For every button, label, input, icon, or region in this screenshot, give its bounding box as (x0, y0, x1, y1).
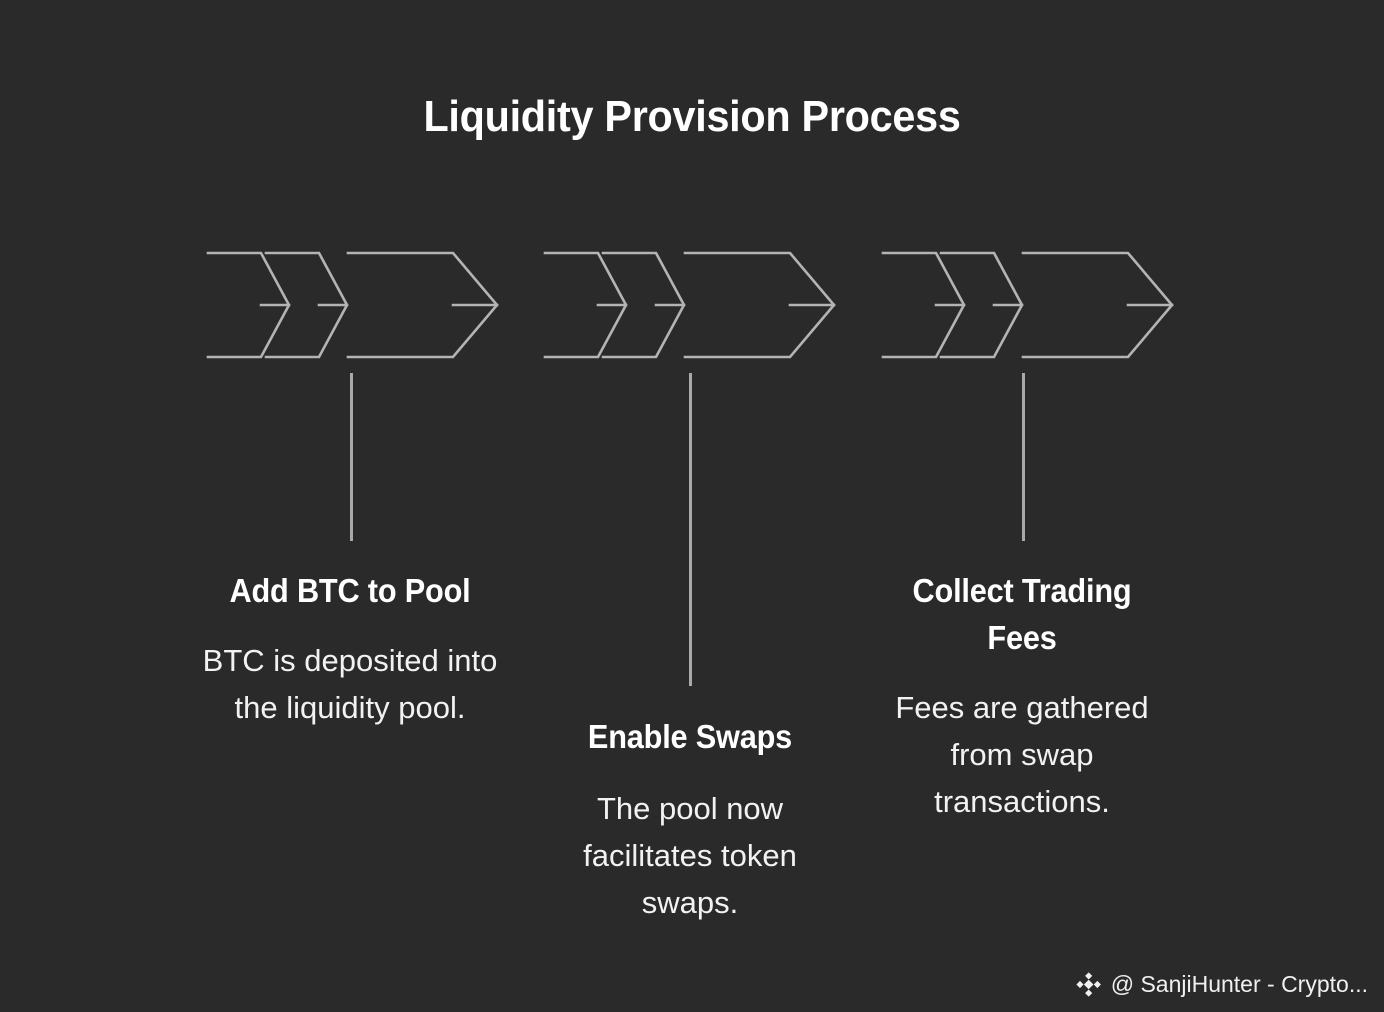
triple-chevron-right-icon (543, 251, 836, 359)
step-2: Enable Swaps The pool now facilitates to… (540, 714, 840, 926)
step-3: Collect Trading Fees Fees are gathered f… (872, 568, 1172, 825)
triple-chevron-right-icon (206, 251, 499, 359)
watermark-text: @ SanjiHunter - Crypto... (1110, 971, 1368, 997)
step-1-arrow-graphic (203, 246, 503, 364)
binance-diamond-icon (1076, 972, 1101, 997)
step-2-connector-line (689, 373, 692, 686)
step-3-description: Fees are gathered from swap transactions… (895, 689, 1149, 819)
step-2-description: The pool now facilitates token swaps. (583, 790, 797, 921)
page-title: Liquidity Provision Process (423, 92, 961, 141)
step-2-arrow-graphic (540, 246, 840, 364)
step-1-connector-line (350, 373, 353, 541)
step-1-description: BTC is deposited into the liquidity pool… (202, 642, 498, 725)
watermark: @ SanjiHunter - Crypto... (1075, 971, 1368, 998)
step-1: Add BTC to Pool BTC is deposited into th… (200, 568, 500, 731)
step-2-heading: Enable Swaps (587, 718, 793, 755)
step-1-heading: Add BTC to Pool (229, 572, 471, 609)
step-3-connector-line (1022, 373, 1025, 541)
step-3-heading: Collect Trading Fees (912, 572, 1132, 656)
triple-chevron-right-icon (881, 251, 1174, 359)
step-3-arrow-graphic (878, 246, 1178, 364)
